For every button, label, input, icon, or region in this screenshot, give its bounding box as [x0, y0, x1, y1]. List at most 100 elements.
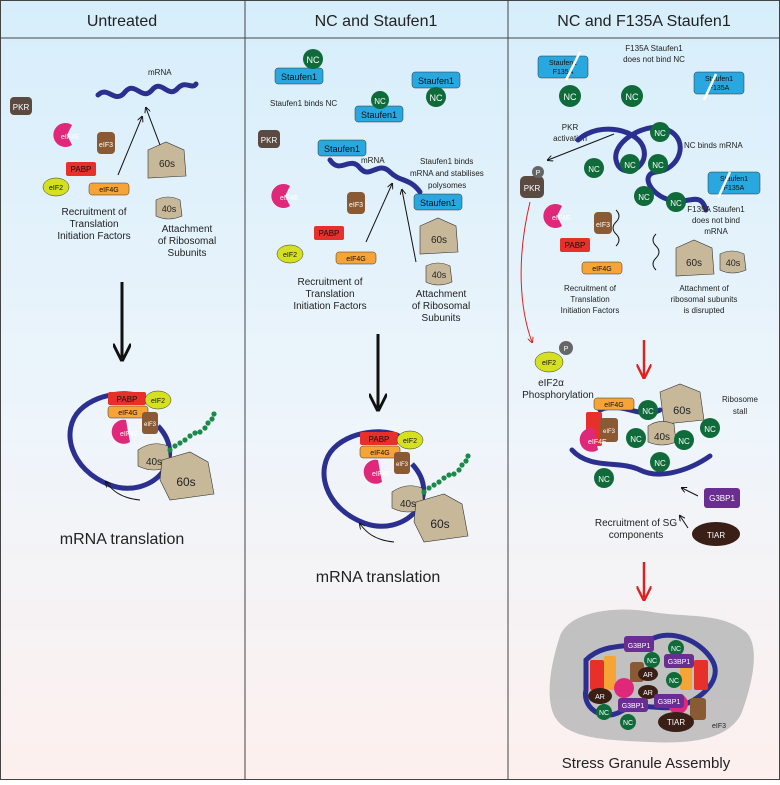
eif2-phos-protein	[534, 351, 564, 373]
arrow-g3bp1	[682, 488, 699, 497]
stall-nc-3	[674, 430, 694, 450]
nc-m1-label: NC	[588, 165, 600, 174]
eif2-protein-2	[276, 244, 304, 264]
nc-m3	[650, 122, 670, 142]
complex-60s	[159, 451, 215, 501]
pkr-activation-line2: activation	[553, 134, 587, 143]
eif4e-label-3: eIF4E	[552, 215, 571, 222]
f135a-no-mrna-line2: does not bind	[692, 216, 740, 225]
no-bind-slash-3	[716, 171, 732, 199]
staufen-4	[317, 139, 367, 157]
pkr-label-2: PKR	[261, 136, 278, 145]
nc-binds-mrna: NC binds mRNA	[684, 141, 743, 150]
result-label: mRNA translation	[60, 531, 185, 548]
ribosome-60s-label-2: 60s	[431, 235, 447, 246]
attach-disrupted-line1: Attachment of	[679, 284, 729, 293]
complex-eif3-2	[394, 452, 410, 474]
pkr-protein-2	[258, 130, 280, 148]
granule-label-11: NC	[623, 720, 633, 727]
eif4g-protein-3	[581, 261, 623, 275]
eif2a-phos-line2: Phosphorylation	[522, 390, 594, 401]
pabp-protein-2	[314, 226, 344, 240]
eif4e-label: eIF4E	[61, 134, 80, 141]
eif3-protein-3	[594, 212, 612, 234]
nc-3-label: NC	[430, 93, 443, 103]
granule-label-10: G3BP1	[622, 703, 645, 710]
nc-on-mrna: NC NC NC NC NC NC	[584, 122, 686, 212]
granule-label-0: G3BP1	[628, 643, 651, 650]
arrow-recruit-2	[365, 184, 392, 243]
stall-nc-group: NC NC NC NC NC NC	[594, 400, 720, 488]
pkr-activation-line1: PKR	[562, 123, 579, 132]
panel-2: Staufen1 NC Staufen1 NC Staufen1 NC Stau…	[258, 49, 484, 586]
granule-label-13: eIF3	[712, 723, 726, 730]
complex-eif4e-label-2: eIF4E	[372, 471, 391, 478]
ribosome-stall-line2: stall	[733, 407, 747, 416]
f135a-staufen-3	[707, 171, 761, 195]
f135a-staufen-2	[693, 71, 745, 95]
ribosome-40s-3	[719, 250, 747, 274]
mrna-label-2: mRNA	[361, 156, 385, 165]
stall-nc-6-label: NC	[598, 475, 610, 484]
pabp-label-3: PABP	[565, 241, 586, 250]
nc-1	[303, 49, 323, 69]
pkr-protein-3	[520, 176, 544, 198]
granule-nc-5	[620, 714, 636, 730]
panel-2-title: NC and Staufen1	[315, 13, 438, 30]
stall-eif4e	[579, 427, 598, 452]
sg-recruit-line2: components	[609, 530, 663, 541]
attach-disrupted-line2: ribosomal subunits	[671, 295, 738, 304]
attach-2-line1: Attachment	[416, 289, 467, 300]
f135a-no-nc-line2: does not bind NC	[623, 55, 685, 64]
disrupt-squiggle-1	[612, 209, 620, 247]
f135a-no-mrna-line1: F135A Staufen1	[687, 205, 745, 214]
granule-label-3: G3BP1	[668, 659, 691, 666]
ribosome-60s-label: 60s	[159, 159, 175, 170]
granule-label-1: NC	[671, 646, 681, 653]
granule-tiar-2	[638, 685, 658, 699]
pabp-protein-3	[560, 238, 590, 252]
nc-free-1	[559, 85, 581, 107]
complex-60s-2	[413, 493, 469, 543]
stall-nc-3-label: NC	[678, 437, 690, 446]
granule-label-5: NC	[669, 678, 679, 685]
eif4g-protein	[88, 182, 130, 196]
complex-40s-label: 40s	[146, 457, 162, 468]
stall-60s-label: 60s	[673, 405, 691, 417]
nc-m1	[584, 158, 604, 178]
granule-tiar-4	[658, 712, 694, 732]
attach-line2: of Ribosomal	[158, 236, 216, 247]
nc-m6	[666, 192, 686, 212]
eif2a-phos-line1: eIF2α	[538, 378, 564, 389]
complex-eif3	[142, 412, 158, 434]
granule-g3bp1-2	[664, 654, 694, 668]
stall-40s-label: 40s	[654, 432, 670, 443]
complex-eif4g-label: eIF4G	[118, 410, 137, 417]
granule-label-2: NC	[647, 658, 657, 665]
complex-eif2-2	[396, 430, 424, 450]
recruit-2-line3: Initiation Factors	[293, 301, 366, 312]
ribosome-40s-label: 40s	[162, 204, 177, 214]
granule-pabp-2	[694, 660, 708, 690]
f135a-staufen-2-line2: F135A	[709, 85, 730, 92]
granule-label-9: AR	[595, 694, 605, 701]
nc-m6-label: NC	[670, 199, 682, 208]
granule-nc-2	[644, 652, 660, 668]
phospho-p-1-label: P	[536, 170, 541, 177]
eif4e-protein-3	[543, 204, 562, 228]
staufen-binds-mrna-2: mRNA and stabilises	[410, 169, 484, 178]
f135a-staufen-3-line2: F135A	[724, 185, 745, 192]
eif4g-label-2: eIF4G	[346, 256, 365, 263]
panel-1: PKR mRNA eIF4E eIF3 PABP eIF2 eIF4G 60s …	[10, 68, 217, 548]
complex-eif2-label-2: eIF2	[403, 438, 417, 445]
complex-pabp-label-2: PABP	[369, 435, 390, 444]
rotation-arrow	[106, 482, 141, 501]
nc-m5	[634, 186, 654, 206]
arrow-recruit	[117, 117, 142, 176]
pkr-protein	[10, 97, 32, 115]
pkr-label-3: PKR	[524, 184, 541, 193]
pabp-protein	[66, 162, 96, 176]
complex-60s-label-2: 60s	[430, 517, 449, 531]
